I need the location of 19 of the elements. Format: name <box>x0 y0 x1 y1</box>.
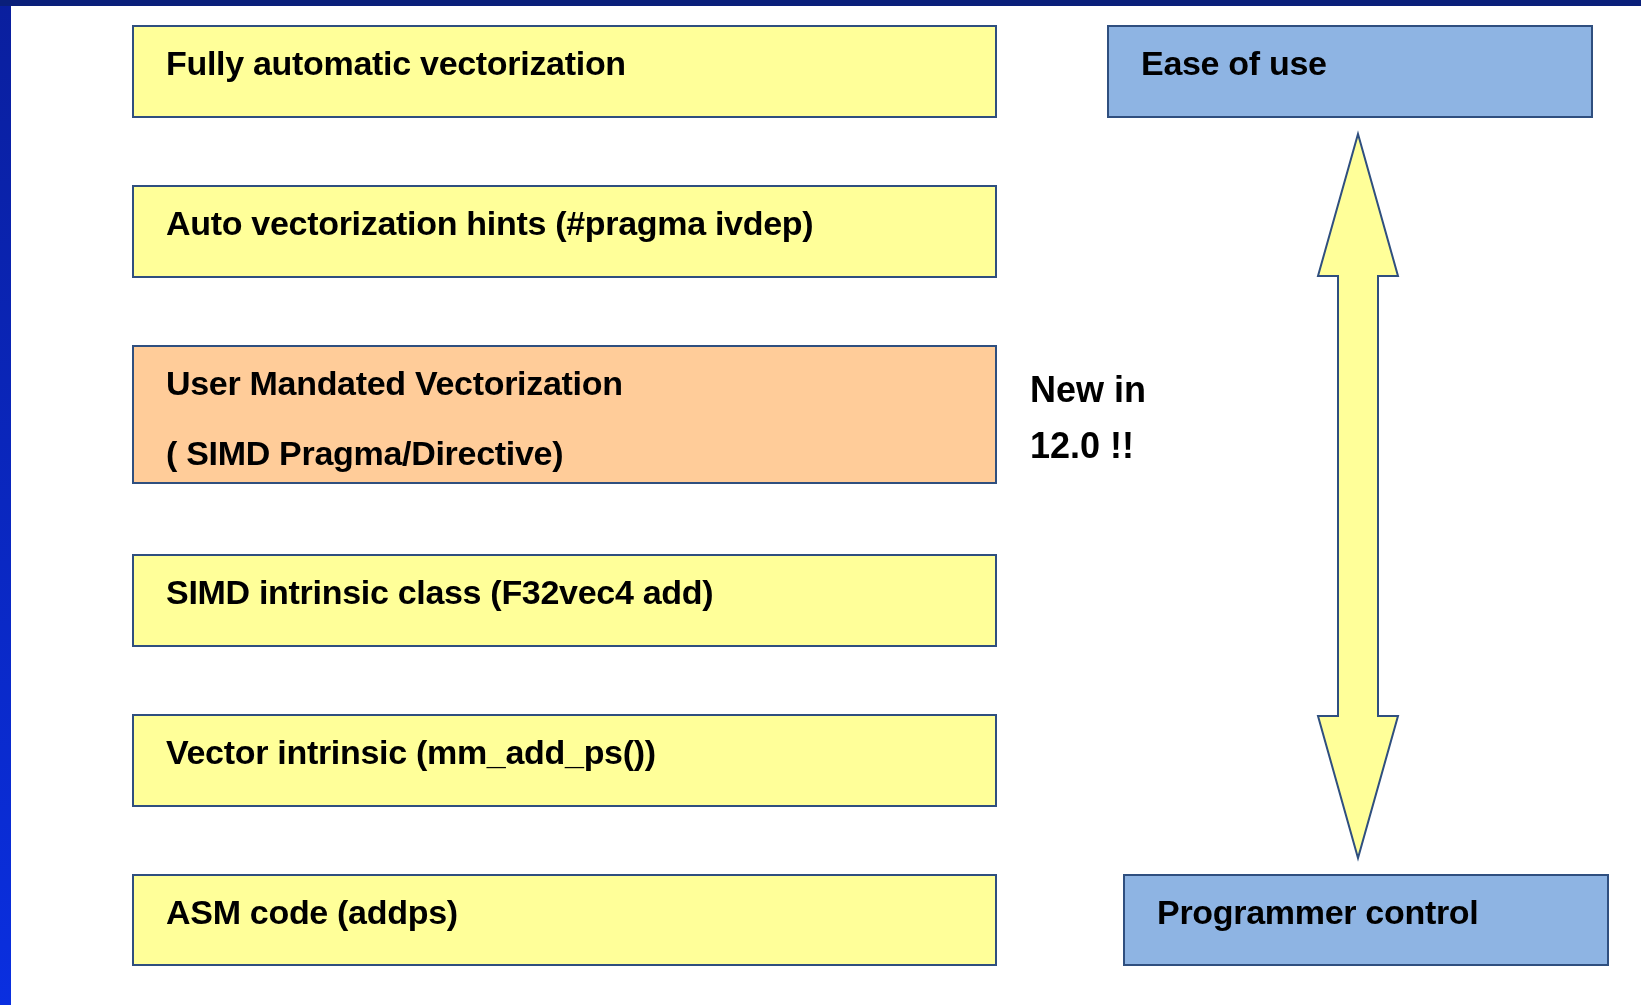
level-box <box>132 185 997 278</box>
level-box <box>132 874 997 966</box>
note-text: New in 12.0 !! <box>1030 368 1147 468</box>
level-box <box>1107 25 1593 118</box>
level-box <box>132 25 997 118</box>
box-label: Fully automatic vectorization <box>166 43 627 84</box>
box-label: Programmer control <box>1157 892 1480 933</box>
level-box <box>132 714 997 807</box>
box-label: User Mandated Vectorization <box>166 363 624 404</box>
level-box <box>1123 874 1609 966</box>
box-label: SIMD intrinsic class (F32vec4 add) <box>166 572 715 613</box>
box-label: Auto vectorization hints (#pragma ivdep) <box>166 203 815 244</box>
level-box <box>132 345 997 484</box>
box-label: Ease of use <box>1141 43 1328 84</box>
box-label: Vector intrinsic (mm_add_ps()) <box>166 732 657 773</box>
double-arrow <box>1316 130 1400 862</box>
level-box <box>132 554 997 647</box>
box-label: ( SIMD Pragma/Directive) <box>166 433 565 474</box>
box-label: ASM code (addps) <box>166 892 459 933</box>
